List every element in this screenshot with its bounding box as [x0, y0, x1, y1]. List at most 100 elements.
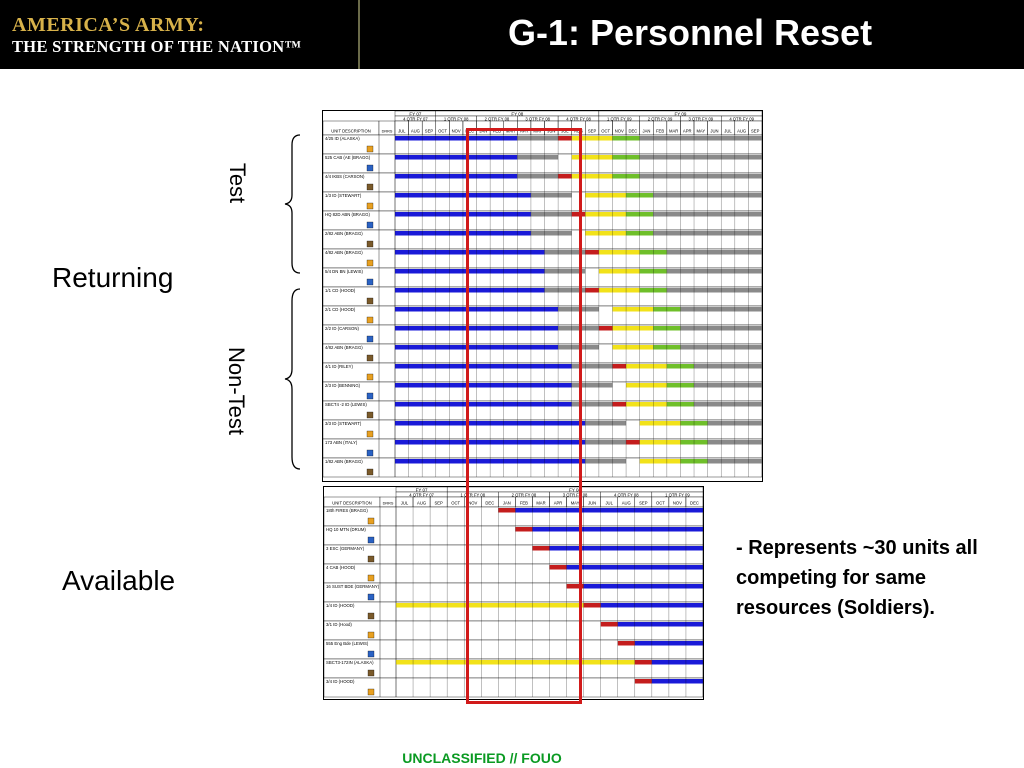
unit-name: 5/4 DN BN (LEWIS) [325, 269, 364, 274]
quarter-header: 1 QTR FY 09 [607, 117, 632, 122]
month-header: OCT [438, 129, 447, 134]
schedule-bar [585, 440, 627, 445]
month-header: FEB [656, 129, 664, 134]
month-header: JUN [710, 129, 718, 134]
schedule-bar [583, 603, 601, 608]
unit-patch-icon [366, 316, 374, 324]
classification-footer: UNCLASSIFIED // FOUO [402, 750, 562, 766]
schedule-bar [639, 421, 681, 426]
unit-patch-icon [367, 555, 375, 563]
unit-name: HQ 10 MTN (DRUM) [326, 527, 366, 532]
schedule-bar [395, 383, 572, 388]
schedule-bar [395, 288, 545, 293]
quarter-header: 4 QTR FY 08 [566, 117, 591, 122]
slide-title: G-1: Personnel Reset [507, 12, 873, 53]
month-header: MAY [696, 129, 705, 134]
unit-name: 4/1 ID (RILEY) [325, 364, 354, 369]
schedule-bar [530, 193, 572, 198]
month-header: MAY [571, 501, 580, 506]
unit-patch-icon [366, 183, 374, 191]
unit-patch-icon [366, 449, 374, 457]
schedule-bar [598, 288, 640, 293]
unit-name: 2/1 CD (HOOD) [325, 307, 356, 312]
unit-name: 4/82 ABN (BRAGG) [325, 250, 363, 255]
schedule-bar [626, 383, 667, 388]
unit-patch-icon [366, 335, 374, 343]
army-logo: AMERICA’S ARMY: THE STRENGTH OF THE NATI… [0, 0, 360, 69]
schedule-bar [544, 269, 586, 274]
unit-patch-icon [367, 574, 375, 582]
month-header: APR [554, 501, 563, 506]
unit-patch-icon [366, 392, 374, 400]
unit-name: SBCT4 -2 ID (LEWIS) [325, 402, 367, 407]
schedule-bar [515, 508, 703, 513]
test-label: Test [225, 162, 250, 204]
schedule-bar [617, 622, 703, 627]
month-header: NOV [468, 501, 477, 506]
non-test-label: Non-Test [224, 346, 249, 436]
returning-label: Returning [52, 262, 174, 293]
month-header: SEP [751, 129, 760, 134]
unit-patch-icon [366, 221, 374, 229]
schedule-bar [571, 136, 613, 141]
quarter-header: 2 QTR FY 08 [512, 493, 537, 498]
schedule-bar [395, 364, 572, 369]
schedule-bar [598, 269, 640, 274]
unit-name: 4/4 IKBS (CARSON) [325, 174, 365, 179]
unit-name: 4/25 ID (ALASKA) [325, 136, 360, 141]
schedule-bar [585, 421, 627, 426]
unit-name: 525 CAB (AE (BRAGG) [325, 155, 371, 160]
schedule-bar [626, 402, 667, 407]
unit-name: SBCT3-172IN (ALASKA) [326, 660, 374, 665]
unit-col-label: UNIT DESCRIPTION [331, 129, 370, 134]
schedule-bar [544, 250, 586, 255]
unit-patch-icon [366, 145, 374, 153]
logo-line-1: AMERICA’S ARMY: [12, 14, 205, 36]
unit-name: 3/1 ID (Hood) [326, 622, 352, 627]
schedule-bar [571, 402, 613, 407]
schedule-bar [571, 155, 613, 160]
schedule-bar [396, 603, 584, 608]
schedule-bar [498, 508, 516, 513]
month-header: OCT [601, 129, 610, 134]
highlight-box [466, 128, 582, 704]
month-header: SEP [639, 501, 648, 506]
schedule-bar [612, 364, 627, 369]
schedule-bar [585, 231, 627, 236]
unit-name: 18th FIRES (BRAGG) [326, 508, 368, 513]
fy-header: FY 08 [511, 112, 523, 117]
schedule-bar [666, 269, 762, 274]
unit-patch-icon [367, 517, 375, 525]
unit-patch-icon [367, 631, 375, 639]
unit-name: 3/3 ID (STEWART) [325, 421, 362, 426]
schedule-bar [585, 288, 599, 293]
month-header: AUG [737, 129, 746, 134]
month-header: JUL [724, 129, 732, 134]
unit-name: 555 Eng Bde (LEWIS) [326, 641, 369, 646]
quarter-header: 3 QTR FY 08 [563, 493, 588, 498]
schedule-bar [585, 250, 599, 255]
unit-name: 2/2 ID (CARSON) [325, 326, 359, 331]
schedule-bar [395, 402, 572, 407]
unit-name: 1/82 ABN (BRAGG) [325, 459, 363, 464]
schedule-bar [639, 440, 681, 445]
month-header: SEP [434, 501, 443, 506]
month-header: OCT [656, 501, 665, 506]
schedule-bar [558, 307, 599, 312]
unit-patch-icon [366, 430, 374, 438]
month-header: JUL [605, 501, 613, 506]
schedule-bar [583, 584, 703, 589]
schedule-bar [612, 307, 654, 312]
uic-col-label: DRRS [382, 130, 393, 134]
month-header: MAR [536, 501, 545, 506]
unit-patch-icon [366, 354, 374, 362]
month-header: JUL [401, 501, 409, 506]
schedule-bar [395, 174, 518, 179]
month-header: AUG [622, 501, 631, 506]
unit-name: 3/4 ID (HOOD) [326, 679, 355, 684]
unit-patch-icon [367, 536, 375, 544]
schedule-bar [544, 288, 586, 293]
